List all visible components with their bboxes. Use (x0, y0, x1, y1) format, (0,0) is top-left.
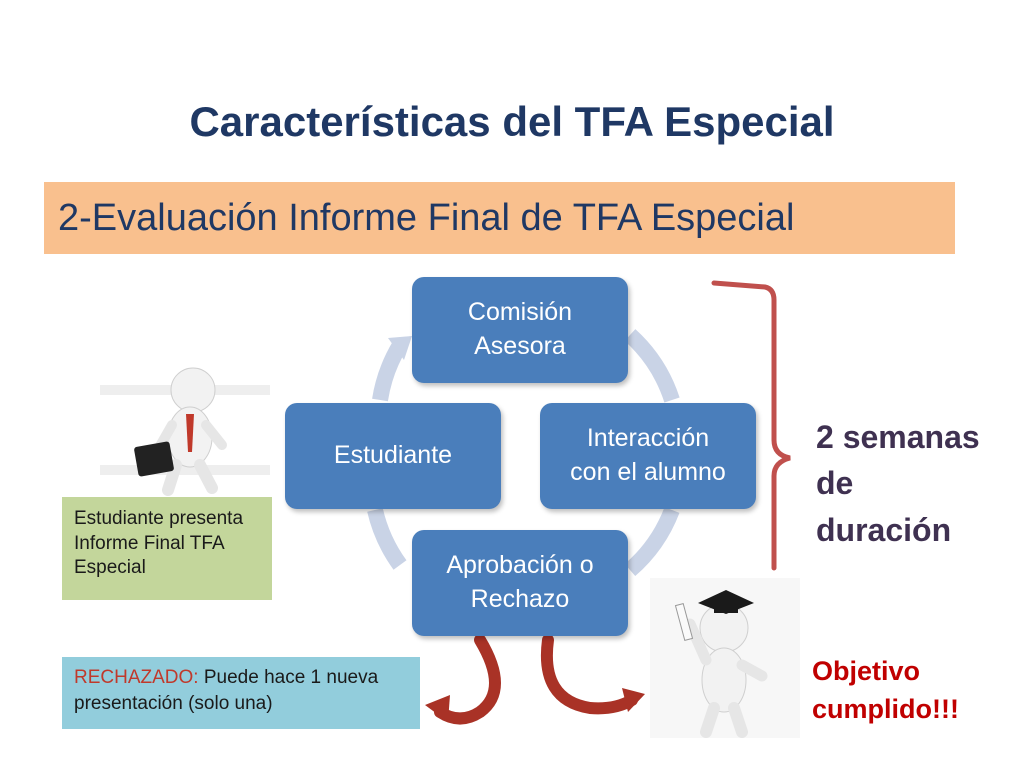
goal-label: Objetivo cumplido!!! (812, 656, 959, 724)
node-estudiante: Estudiante (285, 403, 501, 509)
subtitle-bar (44, 182, 955, 254)
rejected-text: Puede hace 1 nueva presentación (solo un… (74, 667, 379, 714)
person-with-briefcase-icon (100, 367, 270, 496)
reject-arrow-icon (434, 634, 501, 725)
approve-arrowhead-icon (622, 688, 645, 712)
student-note: Estudiante presenta Informe Final TFA Es… (62, 497, 272, 600)
bracket-icon (711, 280, 791, 571)
rejected-note: RECHAZADO: Puede hace 1 nueva presentaci… (62, 657, 420, 729)
subtitle: 2-Evaluación Informe Final de TFA Especi… (58, 197, 795, 239)
rejected-label: RECHAZADO: (74, 667, 199, 688)
node-aprobacion-rechazo: Aprobación o Rechazo (412, 530, 628, 636)
approve-arrow-icon (541, 634, 638, 715)
duration-label: 2 semanas de duración (816, 419, 980, 548)
cycle-arrowhead-icon (388, 336, 412, 360)
slide-title: Características del TFA Especial (189, 98, 835, 145)
graduate-with-diploma-icon (650, 578, 800, 738)
node-interaccion: Interacción con el alumno (540, 403, 756, 509)
node-comision-asesora: Comisión Asesora (412, 277, 628, 383)
reject-arrowhead-icon (425, 695, 450, 722)
